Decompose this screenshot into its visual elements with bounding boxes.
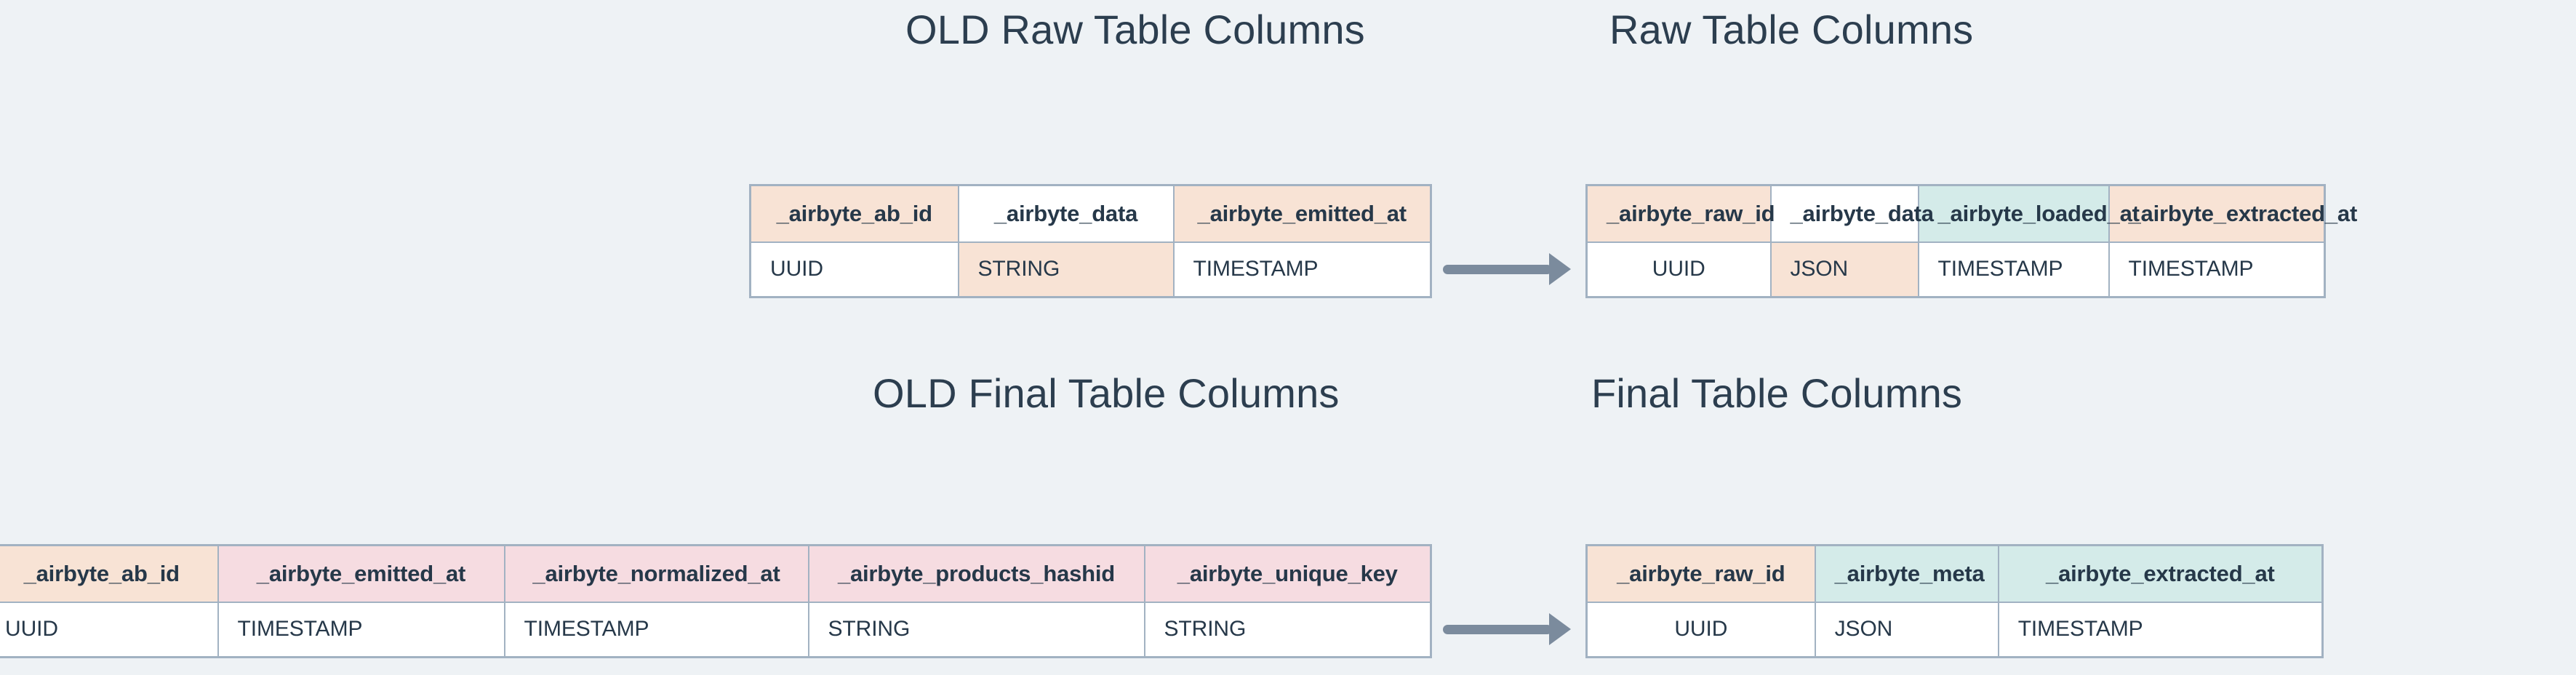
arrow-shaft (1443, 264, 1552, 274)
title-raw-table-columns: Raw Table Columns (1609, 7, 1974, 52)
title-final-table-columns: Final Table Columns (1591, 370, 1963, 416)
column-type-cell: UUID (0, 601, 219, 658)
column-header-cell: _airbyte_extracted_at (2108, 184, 2357, 243)
column-type-cell: STRING (1143, 601, 1432, 658)
title-old-final-table-columns: OLD Final Table Columns (873, 370, 1340, 416)
column-type-cell: STRING (957, 241, 1175, 298)
column-header-cell: _airbyte_data (957, 184, 1175, 243)
arrow-old-raw-to-raw (1443, 253, 1571, 285)
column-type-cell: TIMESTAMP (1917, 241, 2110, 298)
table-type-row: UUID TIMESTAMP TIMESTAMP STRING STRING (0, 601, 1432, 658)
arrow-head-icon (1549, 253, 1571, 285)
table-header-row: _airbyte_ab_id _airbyte_data _airbyte_em… (749, 184, 1432, 243)
arrow-head-icon (1549, 613, 1571, 645)
column-type-cell: UUID (1585, 601, 1816, 658)
table-old-raw-table-columns: _airbyte_ab_id _airbyte_data _airbyte_em… (749, 184, 1432, 298)
title-old-raw-table-columns: OLD Raw Table Columns (905, 7, 1365, 52)
column-header-cell: _airbyte_unique_key (1143, 544, 1432, 603)
column-header-cell: _airbyte_products_hashid (807, 544, 1145, 603)
column-header-cell: _airbyte_emitted_at (1172, 184, 1432, 243)
arrow-shaft (1443, 624, 1552, 634)
column-header-cell: _airbyte_normalized_at (503, 544, 809, 603)
column-type-cell: TIMESTAMP (1997, 601, 2324, 658)
table-old-final-table-columns: _airbyte_ab_id _airbyte_emitted_at _airb… (0, 544, 1432, 658)
column-type-cell: TIMESTAMP (1172, 241, 1432, 298)
column-header-cell: _airbyte_data (1769, 184, 1934, 243)
table-header-row: _airbyte_raw_id _airbyte_data _airbyte_l… (1585, 184, 2357, 243)
column-header-cell: _airbyte_raw_id (1585, 184, 1775, 243)
table-type-row: UUID JSON TIMESTAMP (1585, 601, 2324, 658)
column-header-cell: _airbyte_ab_id (749, 184, 959, 243)
column-type-cell: TIMESTAMP (2108, 241, 2326, 298)
table-type-row: UUID JSON TIMESTAMP TIMESTAMP (1585, 241, 2326, 298)
column-type-cell: STRING (807, 601, 1145, 658)
column-header-cell: _airbyte_raw_id (1585, 544, 1816, 603)
column-header-cell: _airbyte_extracted_at (1997, 544, 2324, 603)
table-final-table-columns: _airbyte_raw_id _airbyte_meta _airbyte_e… (1585, 544, 2324, 658)
column-type-cell: JSON (1814, 601, 1999, 658)
table-type-row: UUID STRING TIMESTAMP (749, 241, 1432, 298)
arrow-old-final-to-final (1443, 613, 1571, 645)
column-type-cell: TIMESTAMP (217, 601, 505, 658)
table-header-row: _airbyte_ab_id _airbyte_emitted_at _airb… (0, 544, 1432, 603)
column-header-cell: _airbyte_emitted_at (217, 544, 505, 603)
column-type-cell: TIMESTAMP (503, 601, 809, 658)
column-header-cell: _airbyte_meta (1814, 544, 1999, 603)
column-type-cell: UUID (1585, 241, 1772, 298)
column-header-cell: _airbyte_loaded_at (1917, 184, 2140, 243)
column-type-cell: JSON (1769, 241, 1919, 298)
table-raw-table-columns: _airbyte_raw_id _airbyte_data _airbyte_l… (1585, 184, 2357, 298)
column-type-cell: UUID (749, 241, 959, 298)
column-header-cell: _airbyte_ab_id (0, 544, 219, 603)
table-header-row: _airbyte_raw_id _airbyte_meta _airbyte_e… (1585, 544, 2324, 603)
